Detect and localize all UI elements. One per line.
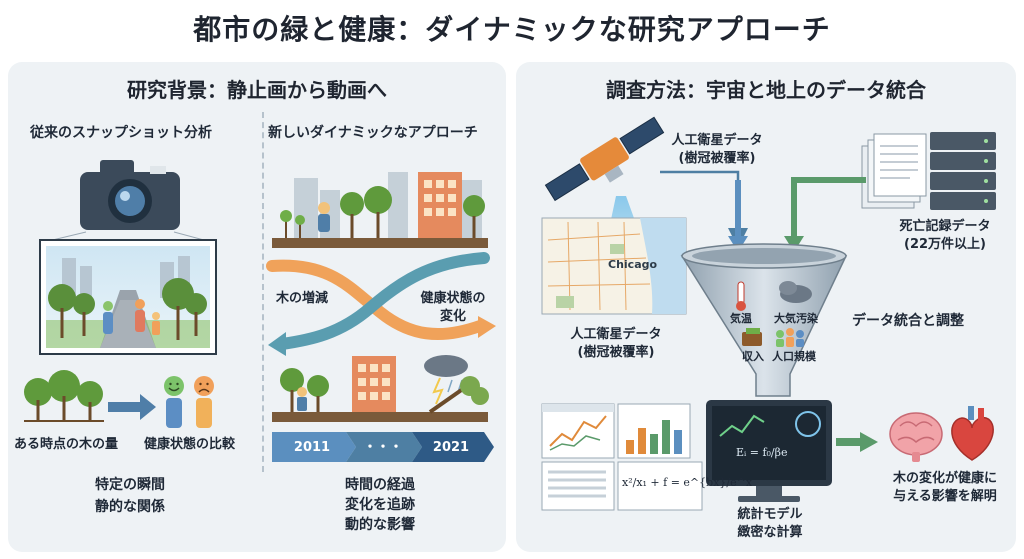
map-caption-1: 人工衛星データ — [570, 327, 662, 342]
death-records-label-2: (22万件以上) — [904, 237, 986, 252]
records-flow-arrow — [791, 177, 866, 238]
map-city-label: Chicago — [608, 258, 658, 271]
panel-divider — [262, 112, 264, 472]
factor-air-pollution: 大気汚染 — [774, 312, 818, 325]
integration-label: データ統合と調整 — [852, 313, 964, 329]
sad-person-icon — [194, 376, 214, 428]
air-pollution-cloud-icon — [779, 281, 812, 303]
factor-income: 収入 — [742, 350, 764, 363]
right-panel-title: 調査方法：宇宙と地上のデータ統合 — [606, 78, 926, 102]
line-chart-screen — [541, 403, 615, 459]
timeline-bar — [272, 432, 494, 462]
death-records-label-1: 死亡記録データ — [899, 219, 991, 234]
tree-cluster-icon — [24, 370, 104, 422]
snapshot-photo — [39, 239, 217, 355]
new-summary-1: 時間の経過 — [345, 477, 415, 493]
health-change-arrow — [268, 252, 490, 356]
formula-screen — [617, 461, 703, 511]
changing-street-scene — [272, 355, 489, 422]
population-people-icon — [776, 328, 804, 347]
old-summary-1: 特定の瞬間 — [95, 477, 165, 493]
bar-chart-screen — [617, 403, 691, 459]
camera-icon — [39, 160, 216, 244]
thermometer-icon — [736, 281, 746, 311]
monitor-formula: Eᵢ = f₀/βe — [736, 446, 788, 459]
formula-text: x²/x₁ + f = e^{bx}/e^x — [622, 476, 753, 489]
table-screen — [541, 461, 615, 511]
timeline-middle: ・・・ — [363, 440, 403, 455]
heart-icon — [951, 406, 994, 461]
map-caption-2: (樹冠被覆率) — [577, 345, 655, 360]
data-funnel-icon — [680, 243, 848, 397]
tree-amount-label: ある時点の木の量 — [14, 437, 119, 452]
chicago-map — [541, 217, 687, 315]
health-change-label-1: 健康状態の — [420, 291, 486, 306]
page-title: 都市の緑と健康：ダイナミックな研究アプローチ — [193, 13, 831, 46]
timeline-start: 2011 — [293, 440, 331, 455]
timeline-end: 2021 — [432, 440, 470, 455]
left-panel-title: 研究背景：静止画から動画へ — [127, 78, 387, 102]
model-label-1: 統計モデル — [737, 507, 803, 522]
health-change-label-2: 変化 — [439, 309, 466, 324]
brain-icon — [889, 412, 943, 462]
new-summary-3: 動的な影響 — [345, 517, 415, 533]
happy-person-icon — [164, 376, 184, 428]
new-approach-heading: 新しいダイナミックなアプローチ — [268, 125, 478, 141]
server-rack-icon — [930, 132, 996, 210]
tree-change-arrow — [266, 259, 496, 341]
computer-monitor-icon — [706, 400, 832, 502]
right-arrow-icon — [108, 394, 156, 420]
result-label-1: 木の変化が健康に — [892, 471, 997, 486]
storm-cloud-icon — [424, 355, 468, 405]
old-approach-heading: 従来のスナップショット分析 — [30, 125, 212, 141]
income-wallet-icon — [742, 328, 762, 346]
growing-street-scene — [272, 172, 488, 248]
satellite-label-1: 人工衛星データ — [671, 133, 763, 148]
old-summary-2: 静的な関係 — [95, 499, 165, 515]
model-label-2: 緻密な計算 — [737, 525, 803, 540]
satellite-label-2: (樹冠被覆率) — [678, 151, 756, 166]
tree-change-label: 木の増減 — [276, 291, 329, 306]
health-compare-label: 健康状態の比較 — [144, 437, 236, 452]
new-summary-2: 変化を追跡 — [345, 497, 415, 513]
result-label-2: 与える影響を解明 — [893, 489, 997, 504]
factor-temperature: 気温 — [730, 312, 752, 325]
factor-population: 人口規模 — [772, 350, 816, 363]
document-stack-icon — [861, 133, 927, 209]
